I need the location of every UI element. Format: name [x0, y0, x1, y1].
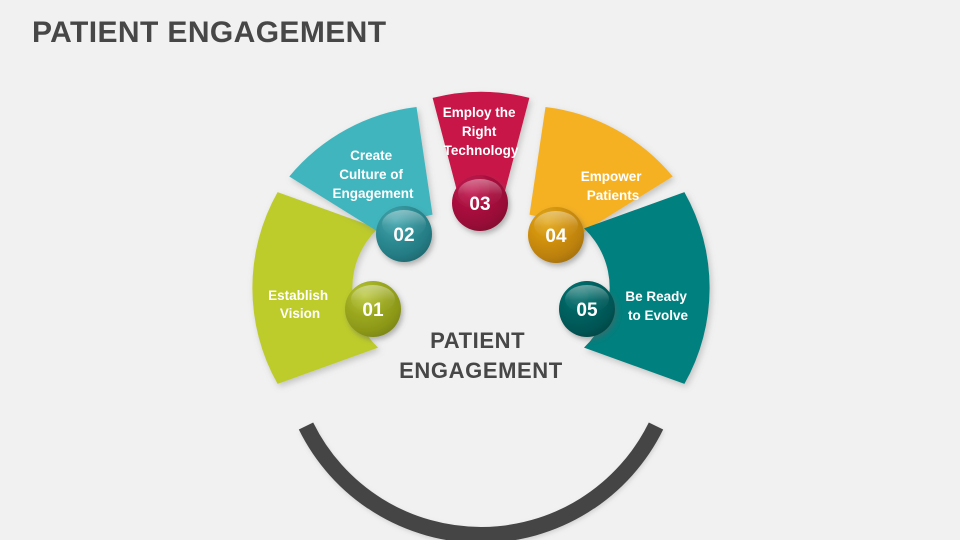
- page-title: PATIENT ENGAGEMENT: [32, 16, 387, 49]
- badge-05[interactable]: 05: [559, 281, 615, 337]
- badge-04-gloss: [534, 211, 578, 239]
- badge-02[interactable]: 02: [376, 206, 432, 262]
- badge-04[interactable]: 04: [528, 207, 584, 263]
- segment-02-create-culture-of-engagement[interactable]: Create Culture of Engagement: [289, 107, 433, 239]
- badge-02-gloss: [382, 210, 426, 238]
- segment-05-label: Be Ready to Evolve: [625, 289, 690, 323]
- badge-03-gloss: [458, 179, 502, 207]
- badge-01-gloss: [351, 285, 395, 313]
- segment-03-wedge[interactable]: [432, 91, 530, 208]
- badge-03-number: 03: [469, 194, 490, 215]
- segment-04-wedge[interactable]: [529, 107, 673, 239]
- segment-02-wedge[interactable]: [289, 107, 433, 239]
- segment-05-wedge[interactable]: [584, 192, 710, 384]
- badge-01-number: 01: [362, 300, 384, 321]
- segment-05-be-ready-to-evolve[interactable]: Be Ready to Evolve: [584, 192, 710, 384]
- segment-04-label: Empower Patients: [581, 169, 646, 203]
- badge-05-gloss: [565, 285, 609, 313]
- segment-03-employ-the-right-technology[interactable]: Employ the Right Technology: [432, 91, 530, 208]
- segment-02-label: Create Culture of Engagement: [332, 148, 414, 201]
- center-title: PATIENT ENGAGEMENT: [399, 328, 563, 383]
- segment-03-label: Employ the Right Technology: [443, 105, 520, 158]
- bottom-track-arc: [298, 422, 664, 540]
- segment-01-establish-vision[interactable]: Establish Vision: [252, 192, 378, 384]
- segment-01-wedge[interactable]: [252, 192, 378, 384]
- badge-03[interactable]: 03: [452, 175, 508, 231]
- segment-04-empower-patients[interactable]: Empower Patients: [529, 107, 673, 239]
- badge-05-number: 05: [576, 300, 598, 321]
- badge-02-number: 02: [393, 225, 414, 246]
- badge-04-number: 04: [545, 226, 567, 247]
- segment-01-label: Establish Vision: [268, 288, 332, 321]
- badge-01[interactable]: 01: [345, 281, 401, 337]
